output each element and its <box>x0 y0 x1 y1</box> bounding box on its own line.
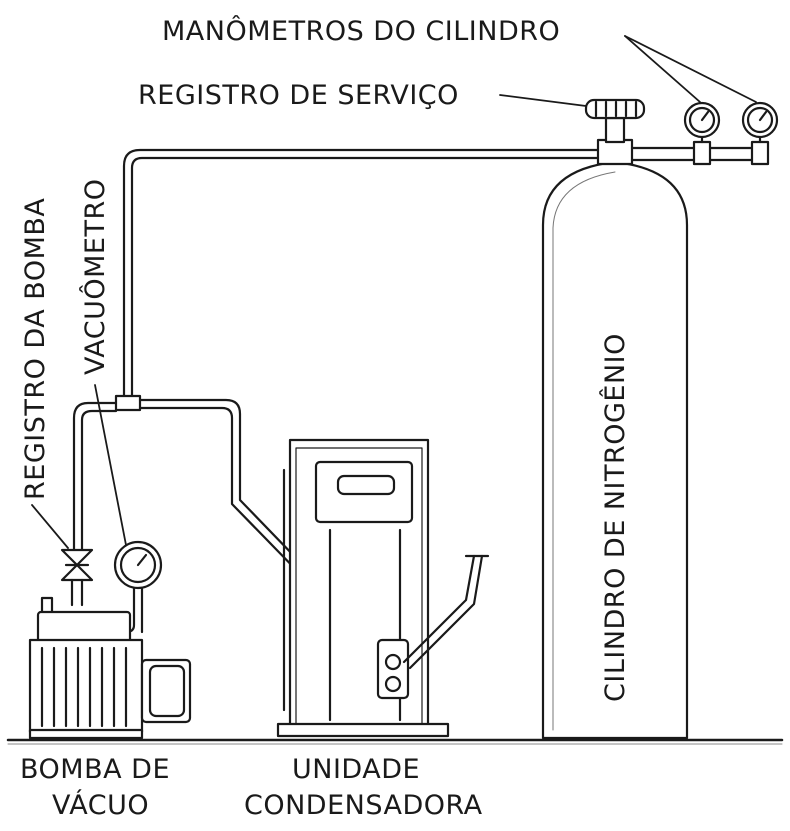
label-vacuum-gauge: VACUÔMETRO <box>80 178 111 375</box>
label-pump-valve: REGISTRO DA BOMBA <box>20 197 51 500</box>
label-service-valve: REGISTRO DE SERVIÇO <box>138 80 459 111</box>
condensing-unit-shape <box>276 438 490 738</box>
vacuum-gauge-shape <box>113 540 163 634</box>
cylinder-gauges-shape <box>630 101 779 166</box>
label-vacuum-pump-line2: VÁCUO <box>52 790 150 821</box>
nitrogen-cylinder-shape <box>541 98 689 740</box>
label-vacuum-pump-line1: BOMBA DE <box>20 754 171 785</box>
label-condensing-unit-line1: UNIDADE <box>292 754 421 785</box>
label-cylinder-gauges: MANÔMETROS DO CILINDRO <box>162 16 561 47</box>
label-condensing-unit-line2: CONDENSADORA <box>244 790 483 821</box>
hose-network <box>72 148 602 658</box>
label-nitrogen-cylinder: CILINDRO DE NITROGÊNIO <box>600 333 631 702</box>
vacuum-pump-shape <box>28 596 192 740</box>
leader-lines <box>31 35 757 549</box>
pump-valve-shape <box>60 548 94 607</box>
